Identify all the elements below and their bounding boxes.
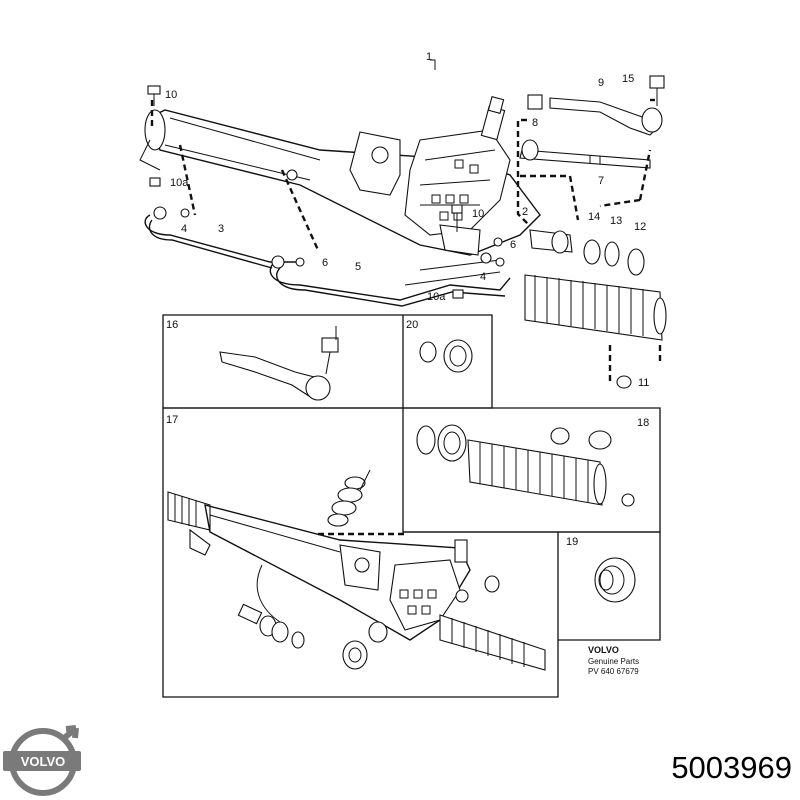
callout-2: 2 xyxy=(522,206,528,218)
callout-1: 1 xyxy=(426,51,432,63)
callout-15: 15 xyxy=(622,73,634,85)
section-label-16: 16 xyxy=(166,319,178,331)
section-16: 16 xyxy=(162,314,493,409)
callout-6: 6 xyxy=(322,257,328,269)
callout-14: 14 xyxy=(588,211,600,223)
part-number: 5003969 xyxy=(671,750,792,785)
volvo-logo: VOLVO xyxy=(3,725,81,796)
callout-4: 4 xyxy=(181,223,187,235)
section-label-20: 20 xyxy=(406,319,418,331)
callout-7: 7 xyxy=(598,175,604,187)
section-label-17: 17 xyxy=(166,414,178,426)
section-18: 18 xyxy=(403,407,661,533)
brand-line-2: PV 640 67679 xyxy=(588,667,639,676)
callout-11: 11 xyxy=(638,377,649,389)
adjuster-plug xyxy=(342,621,388,670)
section-label-19: 19 xyxy=(566,536,578,548)
callout-12: 12 xyxy=(634,221,646,233)
brand-line-1: Genuine Parts xyxy=(588,657,639,666)
callout-13: 13 xyxy=(610,215,622,227)
volvo-logo-text: VOLVO xyxy=(21,754,66,769)
section-19: 19 xyxy=(558,531,661,641)
callout-8: 8 xyxy=(532,117,538,129)
section-20: 20 xyxy=(406,319,473,373)
callout-10a: 10a xyxy=(170,177,189,189)
callout-10a-b: 10a xyxy=(427,291,446,303)
callout-5: 5 xyxy=(355,261,361,273)
main-assembly: 1 2 3 4 4 5 6 6 7 8 9 10 10 10a 10a 11 1… xyxy=(139,51,667,389)
callout-10: 10 xyxy=(165,89,177,101)
genuine-parts-block: VOLVO Genuine Parts PV 640 67679 xyxy=(588,645,639,676)
callout-10b: 10 xyxy=(472,208,484,220)
section-label-18: 18 xyxy=(637,417,649,429)
callout-4b: 4 xyxy=(480,271,486,283)
spring-assembly-lower xyxy=(237,603,305,649)
spring-assembly-upper xyxy=(327,469,371,527)
callout-3: 3 xyxy=(218,223,224,235)
brand-name: VOLVO xyxy=(588,645,619,655)
callout-9: 9 xyxy=(598,77,604,89)
callout-6b: 6 xyxy=(510,239,516,251)
